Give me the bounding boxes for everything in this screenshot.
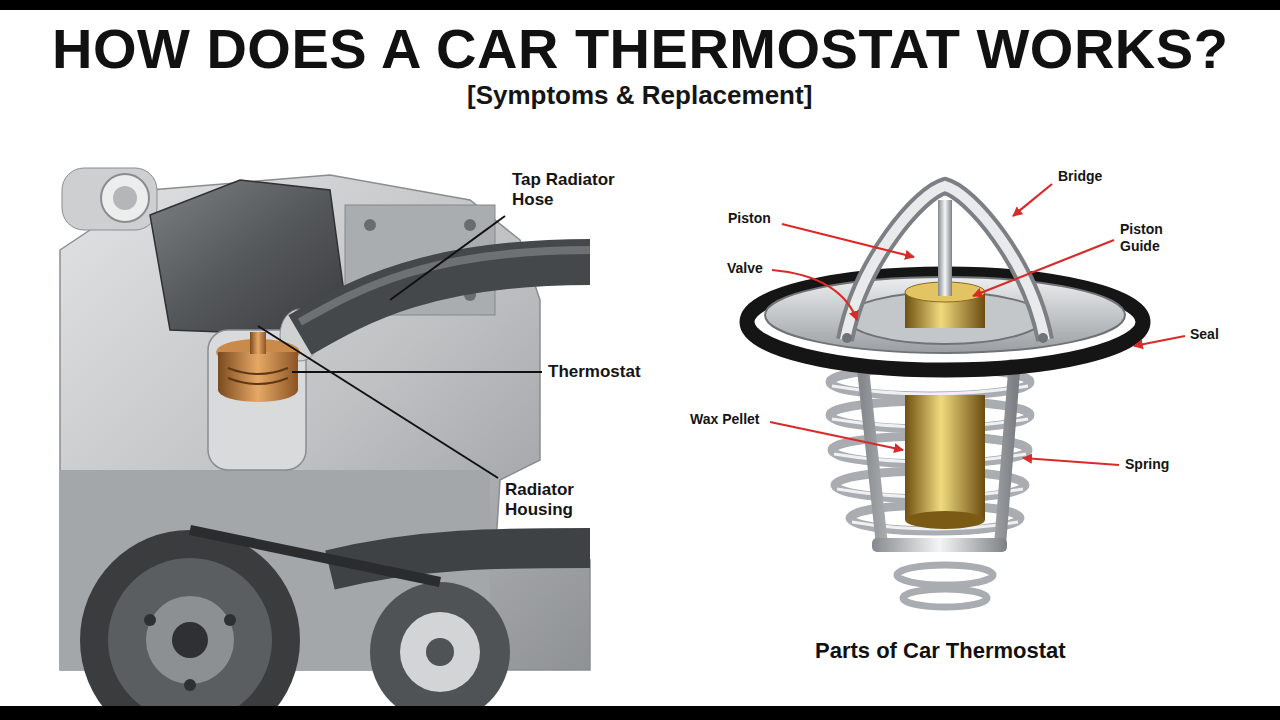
engine-illustration-part [184, 679, 196, 691]
part-label: Wax Pellet [690, 411, 760, 428]
engine-illustration-part [144, 614, 156, 626]
engine-illustration-part [464, 219, 476, 231]
thermostat-illustration-part [905, 395, 985, 520]
thermostat-illustration-part [938, 200, 952, 296]
pointer-arrow-part [973, 240, 1114, 296]
page-title: HOW DOES A CAR THERMOSTAT WORKS? [52, 18, 1228, 80]
engine-illustration-part [80, 530, 300, 720]
pointer-arrow [770, 184, 1185, 465]
thermostat-illustration-part [903, 589, 987, 607]
pointer-arrow-part [770, 422, 903, 450]
pointer-arrow-part [782, 224, 914, 257]
leader-line-part [258, 326, 498, 478]
pointer-arrow-part [772, 270, 857, 320]
engine-illustration-part [228, 368, 288, 384]
bottom-bar [0, 706, 1280, 720]
part-label: Thermostat [548, 362, 641, 382]
engine-illustration-part [364, 219, 376, 231]
pointer-arrow-part [1134, 336, 1185, 346]
leader-line-part [390, 216, 505, 300]
engine-illustration [60, 168, 590, 720]
part-label: Tap Radiator Hose [512, 170, 637, 211]
engine-illustration-part [208, 330, 306, 470]
engine-illustration-part [190, 530, 440, 582]
thermostat-illustration-part [872, 538, 1007, 552]
thermostat-illustration-part [897, 565, 993, 585]
top-bar [0, 0, 1280, 10]
thermostat-illustration-part [905, 511, 985, 529]
pointer-arrow-part [1013, 184, 1052, 216]
engine-illustration-part [146, 596, 234, 684]
engine-illustration-part [101, 174, 149, 222]
pointer-arrow-part [1023, 458, 1119, 465]
leader-line [258, 216, 542, 478]
part-label: Bridge [1058, 168, 1102, 185]
engine-illustration-part [113, 186, 137, 210]
engine-illustration-part [400, 612, 480, 692]
thermostat-illustration-part [842, 333, 852, 343]
caption: Parts of Car Thermostat [815, 638, 1066, 664]
thermostat-illustration-part [862, 360, 1015, 545]
engine-illustration-part [172, 622, 208, 658]
engine-illustration-part [250, 332, 266, 354]
engine-illustration-part [370, 582, 510, 720]
thermostat-illustration [747, 186, 1143, 607]
engine-illustration-part [218, 378, 298, 402]
part-label: Spring [1125, 456, 1169, 473]
subtitle: [Symptoms & Replacement] [467, 80, 812, 111]
part-label: Piston [728, 210, 771, 227]
thermostat-illustration-part [845, 186, 1045, 340]
part-label: Radiator Housing [505, 480, 615, 521]
engine-illustration-part [426, 638, 454, 666]
engine-illustration-part [224, 614, 236, 626]
part-label: Piston Guide [1120, 221, 1182, 255]
thermostat-illustration-part [845, 186, 1045, 340]
engine-illustration-part [108, 558, 272, 720]
part-label: Seal [1190, 326, 1219, 343]
part-label: Valve [727, 260, 763, 277]
thermostat-illustration-part [1038, 333, 1048, 343]
engine-illustration-part [62, 168, 157, 230]
